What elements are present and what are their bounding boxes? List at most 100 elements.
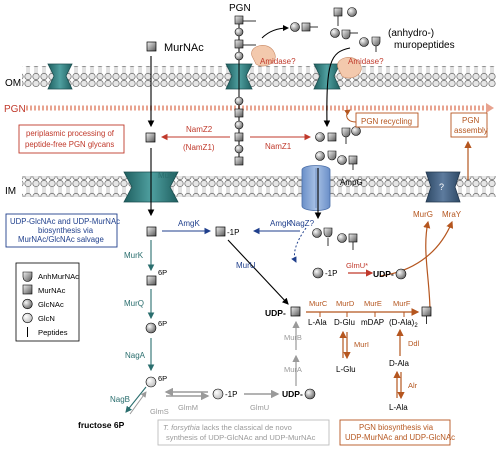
pgn-assembly-line1: PGN [462, 116, 480, 125]
alr-label: Alr [408, 381, 418, 390]
arrow-anhydro-down [323, 47, 351, 128]
biosynth-line1: PGN biosynthesis via [359, 423, 434, 432]
amidase-2-label: Amidase? [348, 57, 384, 66]
dglu-label: D-Glu [334, 318, 355, 327]
mura-label: MurA [284, 365, 302, 374]
mdap-label: mDAP [361, 318, 384, 327]
forsythia-line2: synthesis of UDP-GlcNAc and UDP-MurNAc [166, 433, 316, 442]
anhydro-label-line2: muropeptides [394, 40, 455, 51]
cyto-murnac-icon [146, 226, 157, 237]
legend-anhmurnac-icon [22, 271, 33, 282]
murt-label: MurT [158, 171, 177, 180]
murd-label: MurD [336, 299, 355, 308]
murnac-1p-icon [215, 226, 226, 237]
namz2-label: NamZ2 [186, 125, 213, 134]
glcnac-6p-label: 6P [158, 319, 167, 328]
released-peptide-pair [290, 22, 318, 32]
anhydro-muropeptides-icons [330, 7, 381, 52]
dala-label: D-Ala [389, 359, 410, 368]
lala-label: L-Ala [308, 318, 327, 327]
murc-label: MurC [309, 299, 328, 308]
pgn-recycling-box [355, 112, 419, 128]
murk-label: MurK [124, 251, 144, 260]
amidase-2 [337, 57, 362, 79]
arrow-to-mray [379, 220, 454, 277]
arrow-glms [129, 391, 147, 415]
amgk1-label: AmgK [178, 219, 200, 228]
salvage-line3: MurNAc/GlcNAc salvage [18, 235, 104, 244]
murf-label: MurF [393, 299, 411, 308]
nagb-label: NagB [110, 395, 130, 404]
glcnac-1p-label: -1P [325, 269, 337, 278]
biosynth-note-box [339, 419, 451, 446]
mray-label: MraY [442, 210, 462, 219]
muri-label: MurI [354, 340, 369, 349]
top-murnac-label: MurNAc [164, 42, 204, 54]
murnac-square-icon [146, 41, 157, 52]
lala2-label: L-Ala [389, 403, 408, 412]
legend-peptides-label: Peptides [38, 328, 68, 337]
forsythia-note-box [157, 419, 330, 446]
dala2-label: (D-Ala)2 [389, 318, 418, 329]
arrow-nagb [125, 386, 147, 413]
glcn-1p-label: -1P [225, 390, 237, 399]
glmu-label: GlmU [250, 403, 269, 412]
ampg-label: AmpG [340, 178, 363, 187]
glcnac-6p-icon [145, 322, 157, 334]
mure-label: MurE [364, 299, 382, 308]
periplasm-disaccharide-icons [315, 126, 361, 170]
glcn-6p-icon [145, 376, 157, 388]
pgn-assembly-line2: assembly [454, 126, 488, 135]
pgn-layer-label: PGN [4, 104, 26, 115]
processing-line1: periplasmic processing of [26, 129, 115, 138]
udp-glcnac-top-label: UDP- [373, 269, 394, 279]
namz1-label: NamZ1 [265, 142, 292, 151]
udp-glcnac-bottom-label: UDP- [282, 389, 303, 399]
im-label: IM [5, 186, 16, 197]
salvage-box [5, 213, 118, 248]
amidase-1 [251, 45, 276, 67]
glcn-1p-icon [212, 388, 224, 400]
biosynth-line2: UDP-MurNAc and UDP-GlcNAc [345, 433, 455, 442]
namz1-paren-label: (NamZ1) [183, 143, 215, 152]
pgn-layer-arrowhead [486, 103, 494, 113]
periplasm-processing-box [18, 124, 125, 154]
fructose-label: fructose 6P [78, 420, 125, 430]
udp-glcnac-top-icon [395, 268, 407, 280]
nagz-dotted-arrow [291, 227, 307, 263]
glcn-6p-label: 6P [158, 374, 167, 383]
murnac-1p-label: -1P [227, 228, 239, 237]
forsythia-line1: T. forsythia lacks the classical de novo [163, 423, 292, 432]
naga-label: NagA [125, 351, 146, 360]
glmu-star-label: GlmU* [346, 261, 368, 270]
glms-label: GlmS [150, 407, 169, 416]
anhydro-label-line1: (anhydro-) [388, 28, 434, 39]
murq-label: MurQ [124, 299, 144, 308]
legend-murnac-label: MurNAc [38, 286, 66, 295]
recycling-curve [344, 109, 357, 123]
top-pgn-label: PGN [229, 3, 251, 14]
nagz-label: NagZ? [290, 219, 315, 228]
legend [15, 262, 80, 342]
udp-murnac-label: UDP- [265, 308, 286, 318]
lglu-label: L-Glu [336, 365, 356, 374]
arrow-muru [227, 239, 289, 305]
unknown-flippase [425, 171, 461, 203]
legend-glcn-icon [22, 312, 33, 324]
glcnac-1p-icon [312, 267, 324, 279]
legend-glcn-label: GlcN [38, 314, 55, 323]
murnac-6p-label: 6P [158, 268, 167, 277]
muru-label: MurU [236, 261, 256, 270]
murb-label: MurB [284, 333, 302, 342]
salvage-line1: UDP-GlcNAc and UDP-MurNAc [10, 217, 120, 226]
legend-anhmurnac-label: AnhMurNAc [38, 272, 79, 281]
pgn-recycling-label: PGN recycling [361, 117, 412, 126]
forsythia-rest: lacks the classical de novo [200, 423, 292, 432]
murnac-6p-icon [146, 275, 157, 286]
udp-murnac-pentapeptide-icon [421, 306, 432, 324]
amgk2-label: AmgK [270, 219, 292, 228]
udp-glcnac-bottom-icon [304, 388, 316, 400]
pgn-assembly-box [450, 112, 488, 138]
